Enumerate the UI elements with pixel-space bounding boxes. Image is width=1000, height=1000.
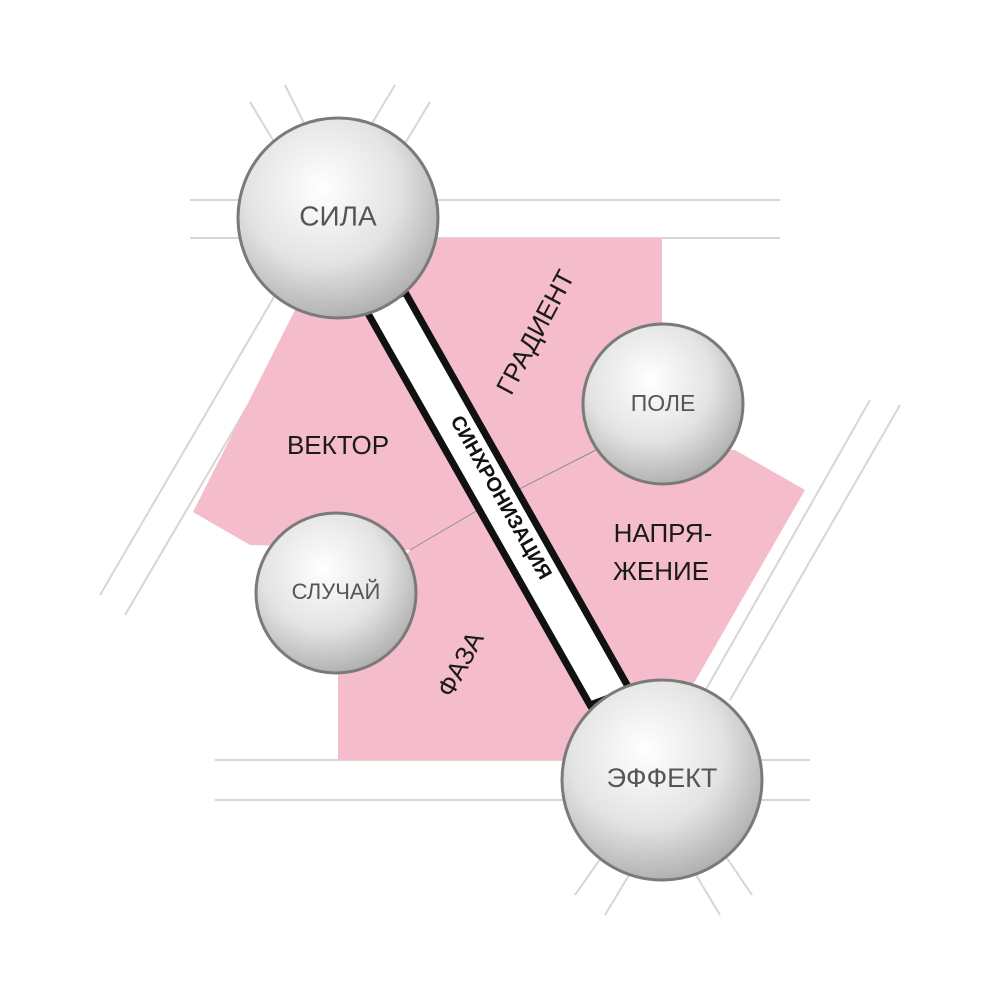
region-label-napryazhenie-1: НАПРЯ-: [614, 518, 713, 548]
node-effekt-circle: [560, 678, 764, 882]
node-pole-label: ПОЛЕ: [631, 390, 696, 416]
node-pole: ПОЛЕ: [581, 322, 745, 486]
node-sila: СИЛА: [236, 116, 440, 320]
road-right-outer: [729, 404, 901, 701]
node-effekt: ЭФФЕКТ: [560, 678, 764, 882]
node-sila-circle: [236, 116, 440, 320]
node-sluchai-circle: [254, 511, 418, 675]
road-left-outer: [99, 277, 286, 596]
node-sluchai: СЛУЧАЙ: [254, 511, 418, 675]
node-sila-label: СИЛА: [299, 200, 377, 231]
region-label-napryazhenie-2: ЖЕНИЕ: [613, 556, 709, 586]
node-pole-circle: [581, 322, 745, 486]
region-label-vektor: ВЕКТОР: [287, 430, 389, 460]
road-right-inner: [699, 399, 871, 701]
divider-vektor-faza: [409, 509, 479, 551]
node-effekt-label: ЭФФЕКТ: [607, 763, 718, 793]
region-vektor-area: [193, 300, 478, 550]
node-sluchai-label: СЛУЧАЙ: [292, 579, 381, 604]
